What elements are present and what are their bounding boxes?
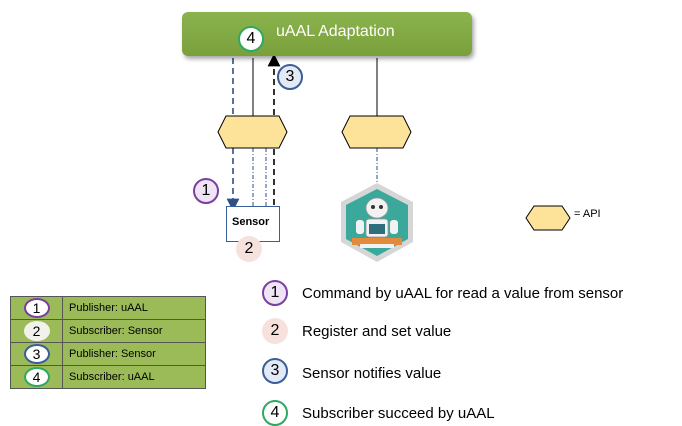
table-row: 3 Publisher: Sensor xyxy=(10,342,206,366)
desc-step-3-text: Sensor notifies value xyxy=(302,365,442,382)
api-legend-label: = API xyxy=(574,208,601,220)
sensor-label: Sensor xyxy=(232,216,270,228)
desc-step-2-text: Register and set value xyxy=(302,323,452,340)
table-step-badge: 1 xyxy=(23,298,50,318)
step-2-badge: 2 xyxy=(236,236,262,262)
desc-step-2-badge: 2 xyxy=(262,318,288,344)
table-step-badge: 4 xyxy=(23,367,50,387)
table-row: 2 Subscriber: Sensor xyxy=(10,319,206,343)
banner-step-badge: 4 xyxy=(238,26,264,52)
table-row: 4 Subscriber: uAAL xyxy=(10,365,206,389)
table-role-text: Publisher: uAAL xyxy=(62,296,206,320)
desc-step-1-text: Command by uAAL for read a value from se… xyxy=(302,285,624,302)
table-role-text: Subscriber: Sensor xyxy=(62,319,206,343)
table-step-badge: 3 xyxy=(23,344,50,364)
table-step-badge: 2 xyxy=(23,321,50,341)
api-hexagon-left xyxy=(217,115,288,149)
table-role-text: Subscriber: uAAL xyxy=(62,365,206,389)
banner-title: uAAL Adaptation xyxy=(276,23,395,40)
table-row: 1 Publisher: uAAL xyxy=(10,296,206,320)
role-legend-table: 1 Publisher: uAAL 2 Subscriber: Sensor 3… xyxy=(10,296,206,389)
desc-step-3-badge: 3 xyxy=(262,358,288,384)
desc-step-4-badge: 4 xyxy=(262,400,288,426)
step-3-badge: 3 xyxy=(277,64,303,90)
table-role-text: Publisher: Sensor xyxy=(62,342,206,366)
uaal-adaptation-banner xyxy=(182,12,472,56)
api-hexagon-right xyxy=(341,115,412,149)
step-1-badge: 1 xyxy=(193,178,219,204)
api-legend-hexagon xyxy=(525,205,571,231)
desc-step-1-badge: 1 xyxy=(262,280,288,306)
robot-icon xyxy=(341,183,413,262)
desc-step-4-text: Subscriber succeed by uAAL xyxy=(302,405,495,422)
